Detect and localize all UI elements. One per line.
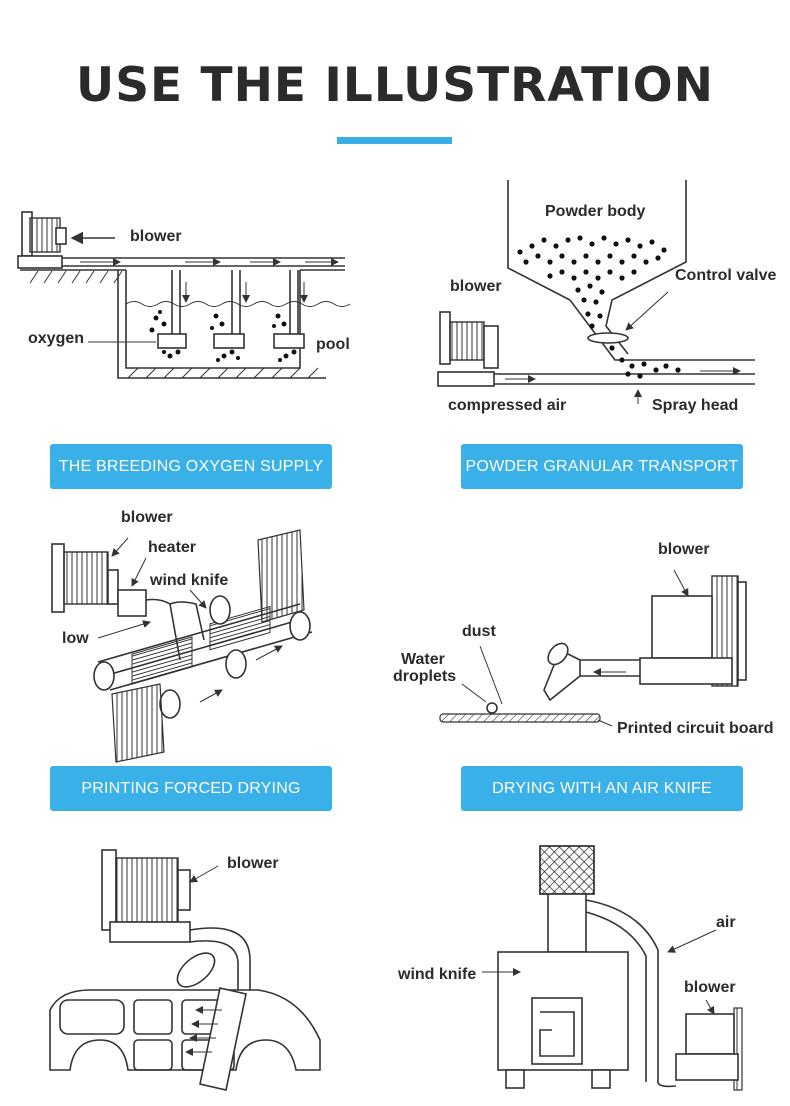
airknife-water-label-line2: droplets — [393, 668, 457, 685]
breeding-pool-label: pool — [316, 336, 350, 353]
machine-diagram — [482, 845, 743, 1091]
powder-blower-label: blower — [450, 278, 502, 295]
blower-icon — [21, 211, 67, 257]
breeding-diagram — [17, 211, 351, 379]
breeding-badge: THE BREEDING OXYGEN SUPPLY — [50, 444, 332, 489]
blower-icon — [51, 543, 147, 617]
airknife-pcb-label: Printed circuit board — [617, 720, 774, 737]
machine-air-label: air — [716, 914, 736, 931]
powder-spray-head-label: Spray head — [652, 397, 739, 414]
blower-icon — [675, 1007, 743, 1091]
blower-icon — [101, 849, 191, 943]
airknife-water-label-line1: Water — [401, 651, 445, 668]
machine-icon — [497, 845, 629, 1089]
airknife-diagram — [439, 569, 747, 727]
blower-icon — [639, 575, 747, 687]
car-blower-label: blower — [227, 855, 279, 872]
printing-badge: PRINTING FORCED DRYING — [50, 766, 332, 811]
roller-icon — [93, 529, 313, 763]
car-diagram — [49, 849, 321, 1091]
powder-control-valve-label: Control valve — [675, 267, 777, 284]
powder-compressed-air-label: compressed air — [448, 397, 567, 414]
machine-wind-knife-label: wind knife — [398, 966, 477, 983]
machine-blower-label: blower — [684, 979, 736, 996]
breeding-oxygen-label: oxygen — [28, 330, 85, 347]
airknife-dust-label: dust — [462, 623, 496, 640]
printing-wind-knife-label: wind knife — [150, 572, 229, 589]
blower-icon — [439, 311, 499, 369]
printing-blower-label: blower — [121, 509, 173, 526]
breeding-blower-label: blower — [130, 228, 182, 245]
powder-body-label: Powder body — [545, 203, 646, 220]
pool-icon — [117, 270, 351, 379]
airknife-blower-label: blower — [658, 541, 710, 558]
printing-heater-label: heater — [148, 539, 197, 556]
airknife-badge: DRYING WITH AN AIR KNIFE — [461, 766, 743, 811]
page-title: USE THE ILLUSTRATION — [76, 58, 714, 113]
powder-badge: POWDER GRANULAR TRANSPORT — [461, 444, 743, 489]
car-body-icon — [49, 989, 321, 1071]
title-accent-rule — [337, 137, 452, 144]
printing-low-label: low — [62, 630, 89, 647]
powder-diagram — [437, 180, 755, 404]
printing-diagram — [51, 529, 313, 763]
